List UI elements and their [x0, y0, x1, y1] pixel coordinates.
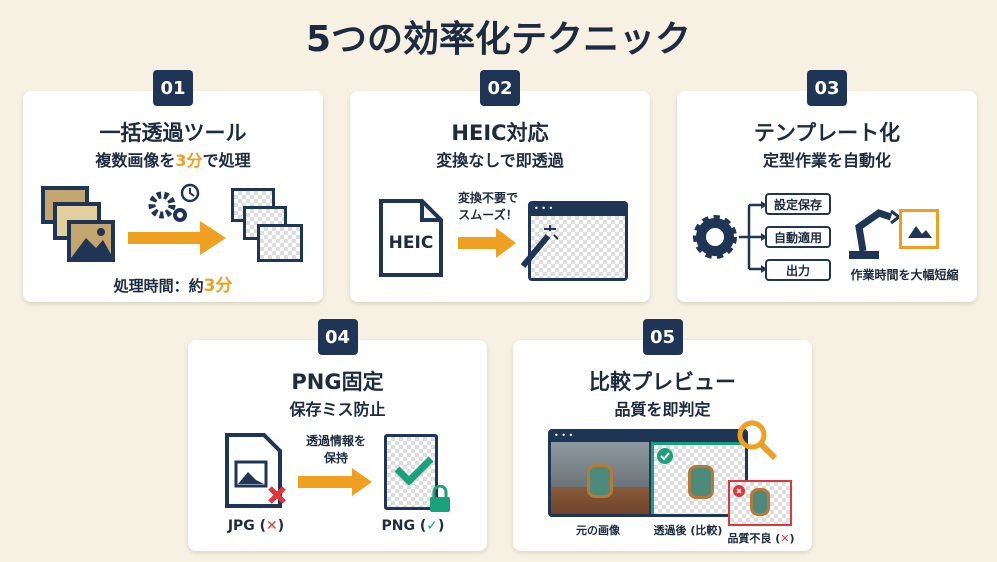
transparent-images-icon: [231, 188, 311, 268]
card-compare-preview: 05 比較プレビュー 品質を即判定 • • • 元の画像 透過後 (比較) 品質…: [513, 319, 812, 551]
no-conversion-note: 変換不要でスムーズ！: [457, 191, 518, 222]
jpg-label: JPG (✕): [227, 518, 285, 534]
jpg-file-icon: [225, 433, 286, 508]
card-heading: テンプレート化: [753, 121, 901, 145]
card-heading: PNG固定: [291, 370, 384, 394]
gear-icon: [693, 215, 737, 259]
step-badge: 03: [807, 70, 847, 106]
file-icon: [379, 199, 443, 277]
arrow-right-icon: [458, 228, 516, 258]
arrow-right-icon: [128, 221, 226, 255]
magic-wand-icon: [520, 225, 558, 268]
framed-image-icon: [899, 209, 939, 249]
time-reduction-caption: 作業時間を大幅短縮: [850, 268, 959, 282]
poor-quality-image: [728, 480, 792, 526]
preview-window: • • •: [548, 429, 748, 517]
transparent-result-image: [651, 442, 745, 514]
magnifier-icon: [737, 420, 778, 461]
card-heading: 一括透過ツール: [99, 121, 247, 145]
robot-arm-icon: [849, 209, 902, 259]
card-batch-transparency: 01 一括透過ツール 複数画像を3分で処理 処理時間：約3分: [23, 70, 323, 302]
original-label: 元の画像: [576, 524, 620, 537]
processing-time: 処理時間：約3分: [113, 276, 233, 296]
arrow-right-icon: [298, 468, 372, 496]
png-label: PNG (✓): [381, 518, 445, 534]
card-subtitle: 保存ミス防止: [289, 400, 386, 419]
card-heading: 比較プレビュー: [589, 370, 736, 394]
branch-arrows: [739, 201, 767, 273]
step-save-settings: 設定保存: [765, 193, 831, 215]
step-badge: 01: [153, 70, 193, 106]
lock-icon: [430, 485, 450, 512]
card-subtitle: 定型作業を自動化: [762, 151, 891, 170]
card-heading: HEIC対応: [451, 121, 549, 145]
original-image: [551, 442, 649, 514]
poor-quality-label: 品質不良 (✕): [727, 532, 795, 545]
result-label: 透過後 (比較): [653, 524, 723, 537]
step-badge: 04: [317, 319, 358, 355]
page-title: 5つの効率化テクニック: [305, 19, 692, 60]
card-templates: 03 テンプレート化 定型作業を自動化 設定保存 自動適用 出力 作業時間を大幅…: [677, 70, 977, 302]
gears-clock-icon: [148, 183, 200, 222]
step-auto-apply: 自動適用: [765, 226, 831, 248]
keep-transparency-note: 透過情報を保持: [305, 434, 366, 465]
png-file-icon: [384, 434, 438, 510]
card-png-fixed: 04 PNG固定 保存ミス防止 JPG (✕) 透過情報を保持 PNG (✓): [188, 319, 487, 551]
image-stack-icon: [41, 186, 115, 262]
card-subtitle: 品質を即判定: [614, 400, 711, 419]
card-subtitle: 複数画像を3分で処理: [95, 151, 251, 170]
card-subtitle: 変換なしで即透過: [436, 151, 564, 170]
step-badge: 05: [642, 319, 683, 355]
app-window-icon: • • •: [528, 201, 628, 281]
card-heic-support: 02 HEIC対応 変換なしで即透過 HEIC 変換不要でスムーズ！ • • •: [350, 70, 650, 302]
step-output: 出力: [765, 259, 831, 281]
step-badge: 02: [480, 70, 520, 106]
file-label: HEIC: [388, 233, 434, 253]
